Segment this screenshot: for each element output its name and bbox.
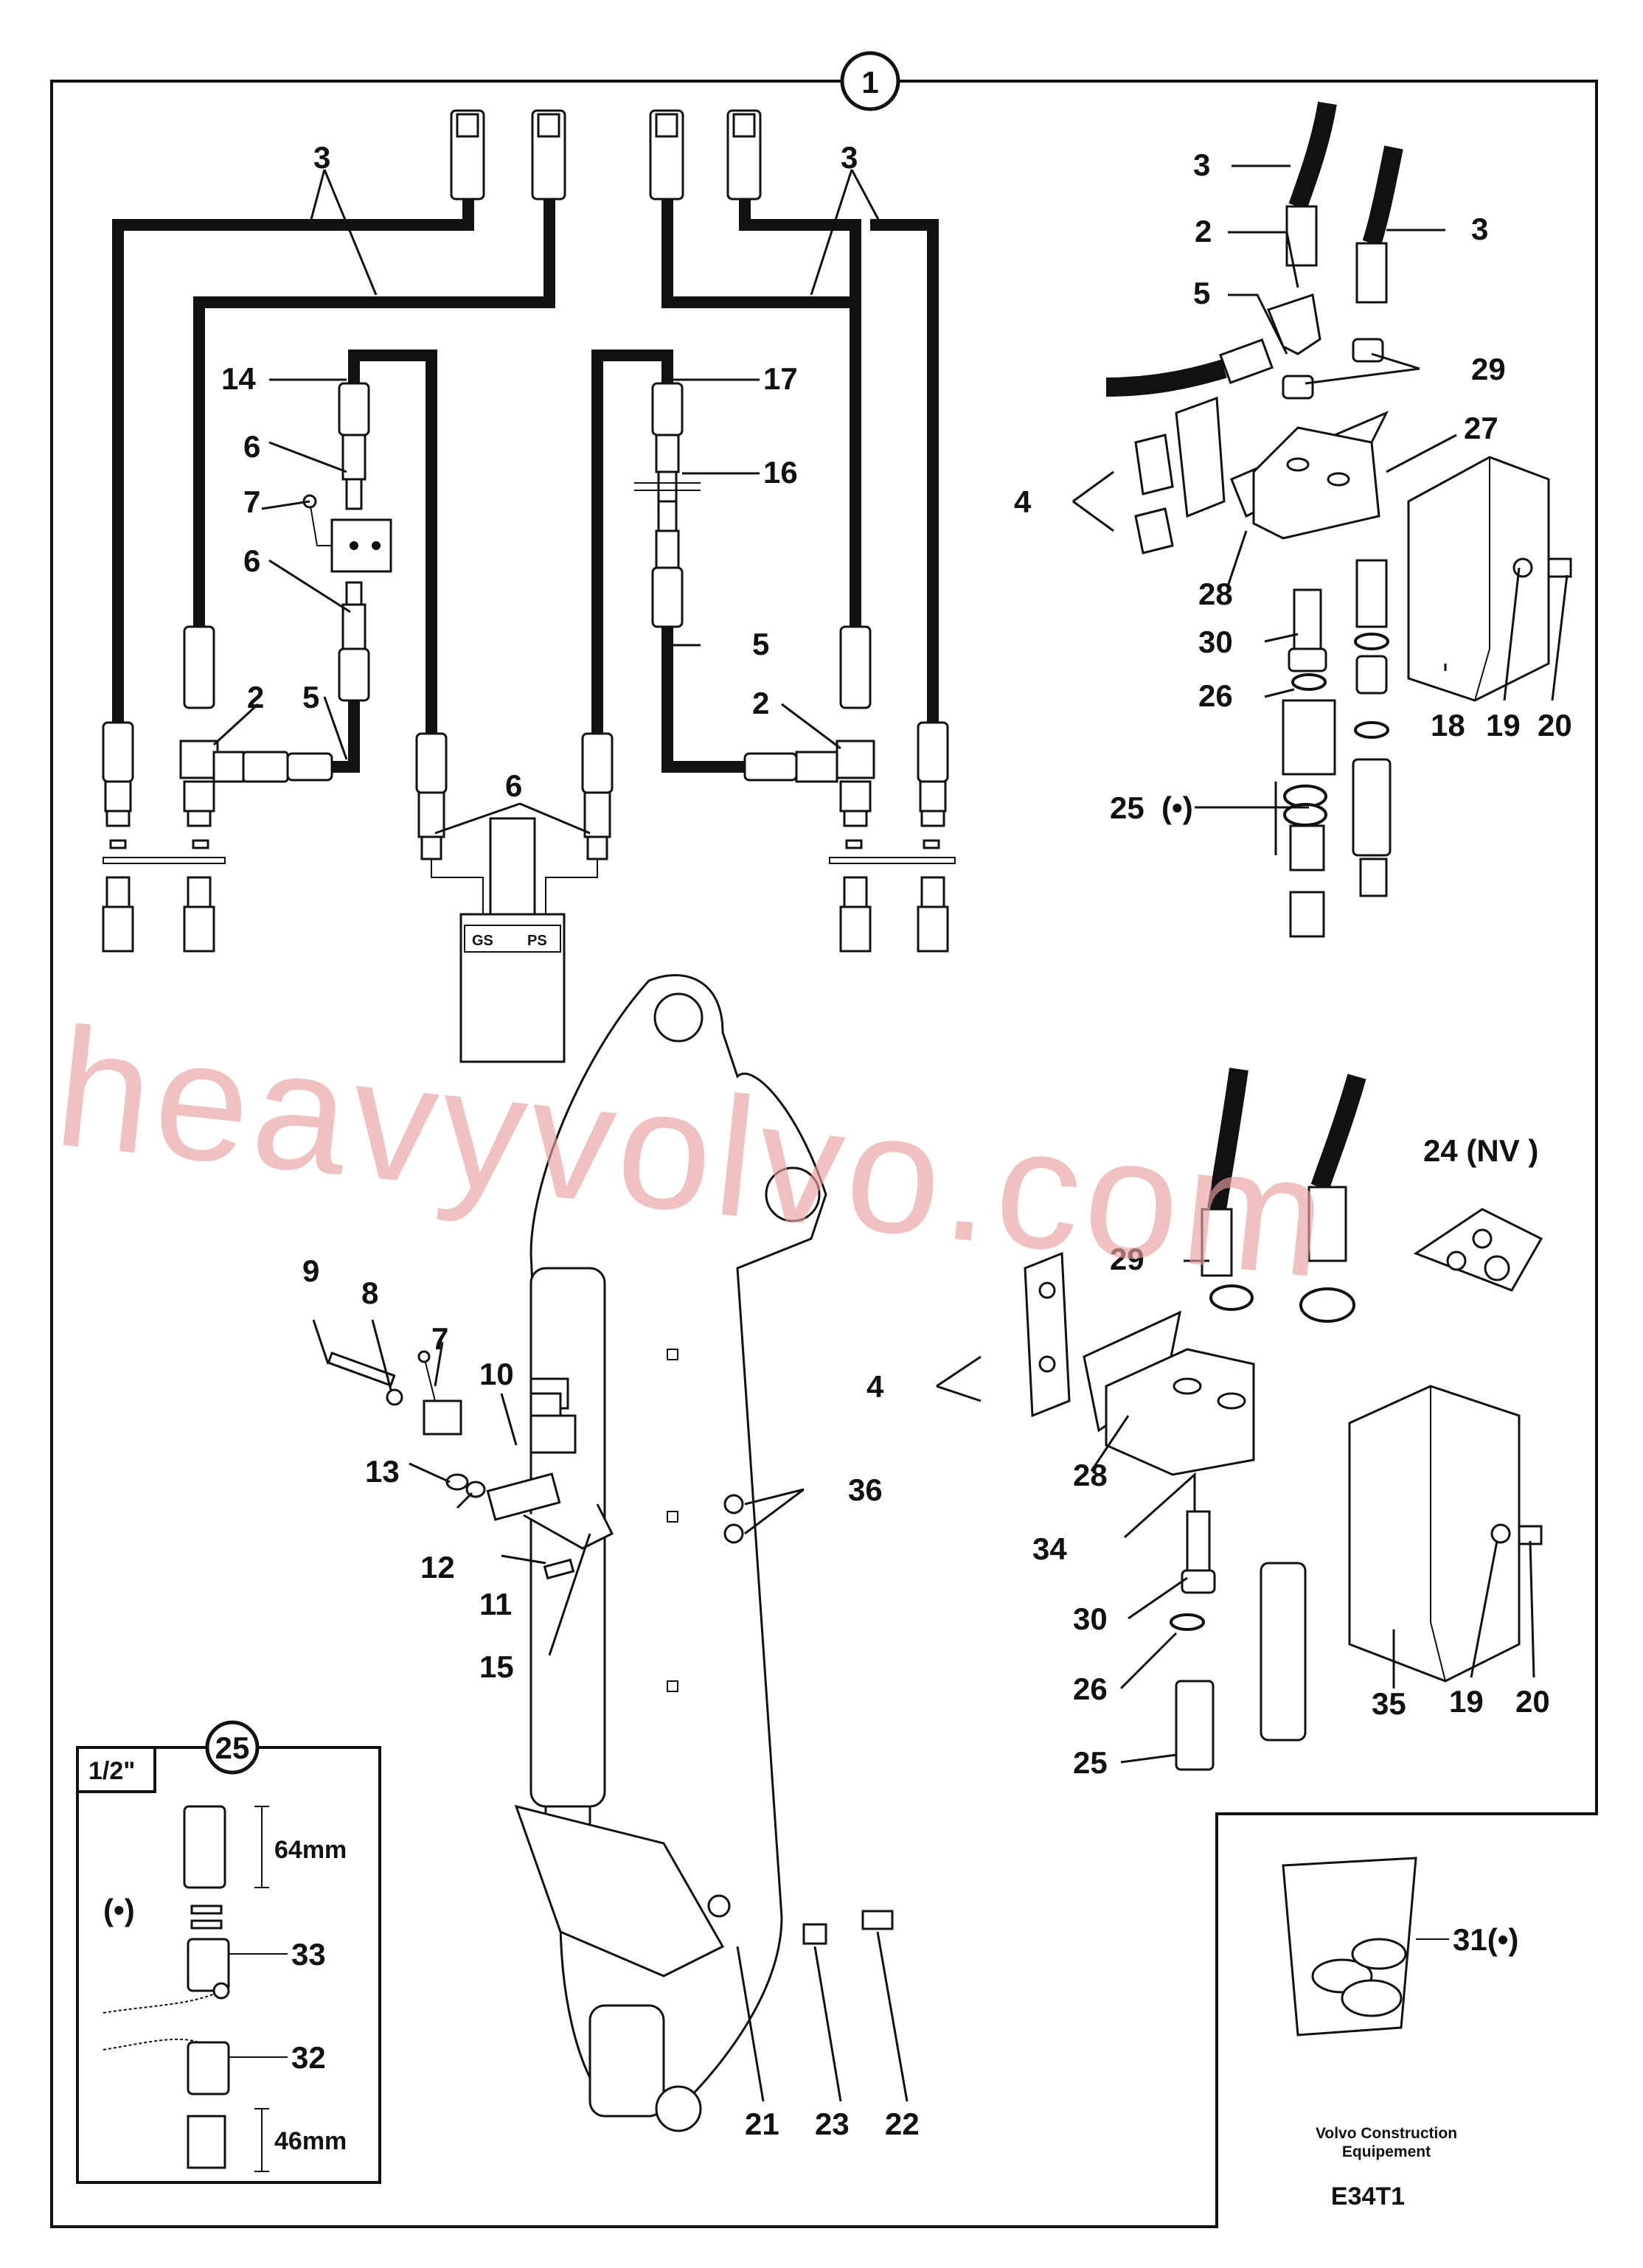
callout-6: 6 [243,543,260,578]
callout-25-bullet: (•) [1161,790,1193,825]
inset-size-label: 1/2" [88,1757,135,1785]
callout-29: 29 [1110,1242,1144,1276]
leader-lines [212,164,1569,2102]
inset-item-32: 32 [291,2040,326,2075]
callout-28: 28 [1198,577,1233,611]
top-hose-fittings [450,109,762,201]
inset-bullet: (•) [103,1893,135,1927]
callout-3: 3 [1471,212,1488,246]
callout-36: 36 [848,1472,883,1507]
callout-12: 12 [420,1550,455,1585]
callout-20: 20 [1515,1684,1550,1719]
callout-18: 18 [1431,708,1465,742]
callout-25: 25 [1110,790,1144,825]
callout-13: 13 [365,1454,400,1489]
inset-number: 25 [215,1730,250,1765]
callout-3: 3 [1193,147,1210,182]
outer-frame [50,80,1598,2228]
callout-10: 10 [479,1357,514,1391]
inset-coupler-25: 1/2" 25 64mm (•) 46mm 33 32 [76,1720,381,2184]
drawing-caption: Volvo Construction Equipement E34T1 [1316,2125,1457,2210]
bracket-variant-label: 24 (NV ) [1423,1133,1538,1168]
callout-5: 5 [302,680,319,714]
callout-19: 19 [1449,1684,1484,1719]
bracket-assembly-upper [1105,101,1572,938]
callout-35: 35 [1372,1686,1406,1721]
callout-28: 28 [1073,1458,1108,1492]
sheet-number: 1 [861,65,878,100]
callout-16: 16 [763,455,798,490]
callout-11: 11 [479,1587,512,1621]
callout-4: 4 [1014,484,1032,519]
caption-line-2: Equipement [1342,2143,1431,2160]
callout-6: 6 [505,768,522,803]
inset-item-33: 33 [291,1937,326,1972]
callout-30: 30 [1073,1601,1108,1636]
callout-25: 25 [1073,1745,1108,1780]
callout-3: 3 [841,140,858,175]
inset-dim-bottom: 46mm [274,2127,347,2155]
callout-20: 20 [1538,708,1572,742]
callout-26: 26 [1073,1672,1108,1706]
caption-line-1: Volvo Construction [1316,2125,1457,2142]
lower-right-fittings [743,625,956,953]
callout-8: 8 [361,1276,378,1310]
callout-9: 9 [302,1253,319,1288]
callout-6: 6 [243,429,260,464]
callout-4: 4 [866,1369,884,1404]
callout-3: 3 [313,140,330,175]
seal-kit-bag: 31(•) [1282,1857,1518,2036]
callout-17: 17 [763,361,798,396]
callout-7: 7 [431,1321,448,1356]
shutoff-valve-assembly-left [302,382,392,702]
sheet-number-badge: 1 [840,51,900,111]
callout-14: 14 [221,361,256,396]
valve-mounting-hardware [327,1350,614,1580]
callout-22: 22 [885,2107,920,2141]
callout-7: 7 [243,484,260,519]
quick-coupler-assembly-right [634,382,701,628]
callout-2: 2 [752,686,769,720]
bag-label: 31(•) [1453,1922,1518,1957]
drawing-code: E34T1 [1331,2182,1405,2210]
callout-26: 26 [1198,678,1233,713]
callout-19: 19 [1486,708,1521,742]
callout-5: 5 [752,627,769,661]
callout-2: 2 [1195,214,1212,248]
callout-numbers: 3 3 3 3 14 17 16 6 6 6 7 7 2 2 2 5 5 5 4… [221,140,1572,2141]
callout-5: 5 [1193,276,1210,310]
hose-routing-left [112,199,939,773]
callout-34: 34 [1032,1531,1067,1566]
control-valve-assembly: GS PS [415,732,614,1063]
callout-15: 15 [479,1649,514,1684]
callout-27: 27 [1464,411,1498,445]
bracket-plate-nv [1413,1208,1543,1292]
inset-dim-top: 64mm [274,1836,347,1864]
callout-21: 21 [745,2107,779,2141]
lower-left-fittings [102,625,333,953]
callout-2: 2 [247,680,264,714]
callout-30: 30 [1198,625,1233,659]
callout-29: 29 [1471,352,1506,386]
valve-port-label-ps: PS [527,933,547,949]
bracket-assembly-lower [1024,1068,1543,1771]
valve-port-label-gs: GS [472,933,493,949]
callout-23: 23 [815,2107,850,2141]
excavator-boom [514,974,894,2132]
